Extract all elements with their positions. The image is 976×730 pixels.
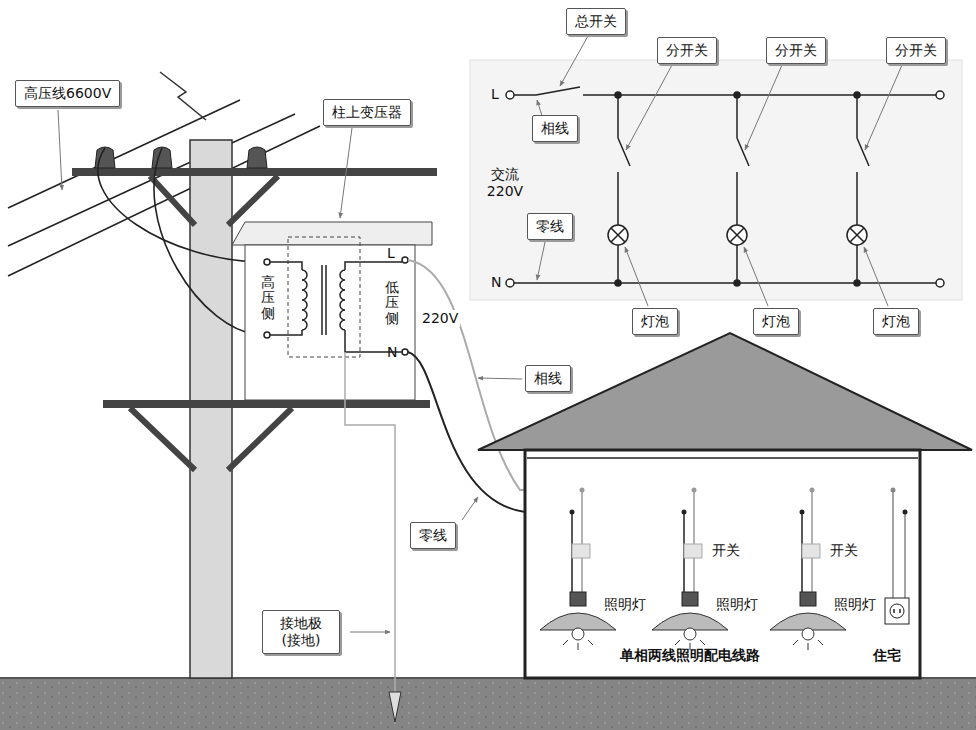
node-text: 柱上变压器 [332, 104, 402, 121]
node-text: L [387, 246, 395, 261]
lamp-shade [770, 613, 846, 630]
callout-box: 分开关 [657, 37, 717, 64]
text-label: 照明灯 [604, 596, 646, 613]
node-text: 分开关 [775, 42, 817, 59]
switch-box [572, 544, 590, 558]
house: 单相两线照明配电线路 住宅 [528, 460, 917, 676]
bulb [684, 628, 696, 640]
switch-box [802, 544, 820, 558]
node-text: 灯泡 [882, 313, 910, 330]
junction-dot [580, 488, 585, 493]
callout-box: 灯泡 [873, 308, 919, 335]
node-text: 灯泡 [762, 313, 790, 330]
text-label: 交流 220V [484, 166, 526, 200]
lamp-symbol [611, 228, 625, 242]
text-label: 照明灯 [834, 596, 876, 613]
transformer-box: 高压侧 低压侧 L N [245, 245, 415, 400]
switch-box [684, 544, 702, 558]
node-text: 高压线6600V [24, 85, 111, 102]
light-rays [793, 640, 823, 650]
node-text: 住宅 [873, 648, 901, 663]
node-text: 分开关 [666, 42, 708, 59]
coil-winding [302, 270, 307, 330]
junction-dot [570, 510, 575, 515]
lamp-socket [570, 592, 586, 606]
callout-box: 零线 [527, 213, 573, 240]
text-label: N [491, 274, 501, 291]
lamp-symbol [727, 225, 747, 245]
phase-drop [581, 490, 583, 592]
junction-dot [810, 488, 815, 493]
phase-drop [811, 490, 813, 592]
lamp-shade [652, 613, 728, 630]
node-text: 低压侧 [385, 280, 399, 326]
junction-dot [692, 488, 697, 493]
node-text: 零线 [419, 527, 447, 544]
node-text: 单相两线照明配电线路 [620, 648, 760, 663]
text-label: 开关 [830, 542, 858, 559]
text-label: 220V [420, 310, 460, 327]
node-text: N [387, 345, 397, 360]
callout-box: 总开关 [566, 8, 626, 35]
node-text: 分开关 [895, 42, 937, 59]
node-text: 零线 [536, 218, 564, 235]
callout-box: 柱上变压器 [323, 99, 411, 126]
light-rays [563, 640, 593, 650]
phase-drop [693, 490, 695, 592]
bulb [572, 628, 584, 640]
bulb [802, 628, 814, 640]
lamp-symbol [608, 225, 628, 245]
junction-dot [800, 510, 805, 515]
text-label: L [491, 86, 499, 103]
node-text: 高压侧 [261, 275, 275, 321]
callout-box: 灯泡 [753, 308, 799, 335]
node-text: 灯泡 [641, 313, 669, 330]
text-label: 照明灯 [716, 596, 758, 613]
junction-dot [682, 510, 687, 515]
node-text: 相线 [534, 370, 562, 387]
callout-box: 高压线6600V [15, 80, 120, 107]
lamp-shade [540, 613, 616, 630]
lamp-symbol [850, 228, 864, 242]
lamp-socket [800, 592, 816, 606]
lamp-symbol [847, 225, 867, 245]
callout-box: 灯泡 [632, 308, 678, 335]
callout-box: 分开关 [766, 37, 826, 64]
node-text: 总开关 [575, 13, 617, 30]
callout-box: 相线 [532, 115, 578, 142]
node-text: 相线 [541, 120, 569, 137]
node-text: 接地极 (接地) [271, 615, 331, 649]
text-label: 开关 [712, 542, 740, 559]
core [321, 265, 323, 335]
coil-winding [340, 270, 345, 330]
lamp-symbol [730, 228, 744, 242]
callout-box: 相线 [525, 365, 571, 392]
core [325, 265, 327, 335]
lamp-socket [682, 592, 698, 606]
callout-box: 分开关 [886, 37, 946, 64]
callout-box: 零线 [410, 522, 456, 549]
callout-box: 接地极 (接地) [262, 610, 340, 654]
